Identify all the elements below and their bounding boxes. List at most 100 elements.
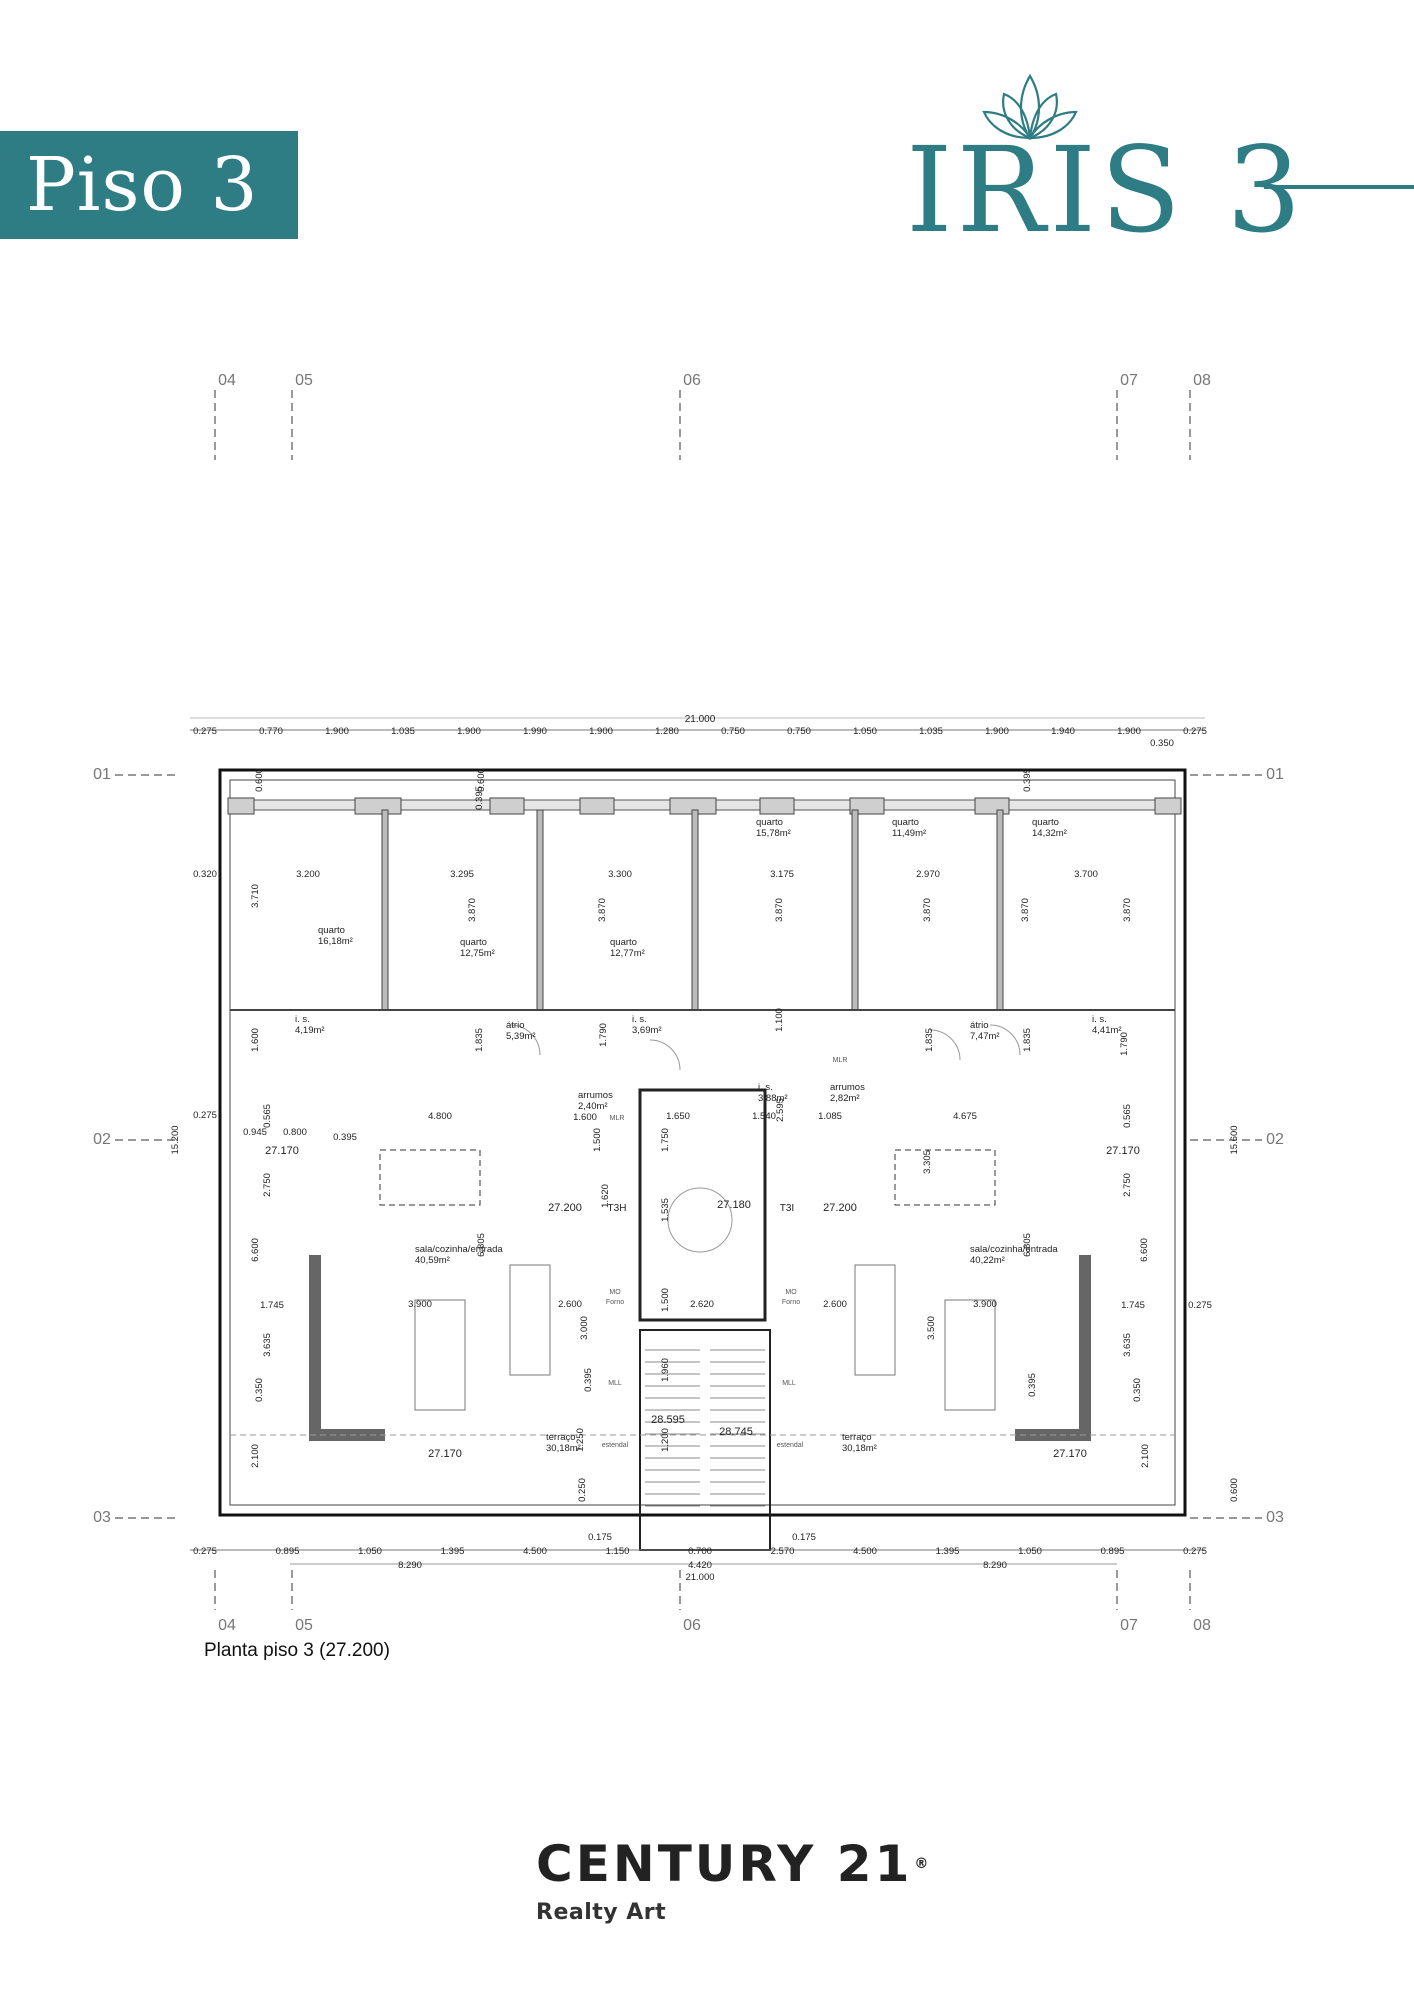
dim-left-side: 3.635 xyxy=(262,1333,273,1357)
appliance-label: estendal xyxy=(777,1442,804,1449)
room-name: arrumos xyxy=(578,1090,613,1101)
room-name: quarto xyxy=(460,937,487,948)
brand-logo: IRIS 3 xyxy=(880,60,1414,250)
dim-right-side: 2.750 xyxy=(1122,1173,1133,1197)
room-width: 3.700 xyxy=(1074,869,1098,880)
dim-top: 0.770 xyxy=(259,726,283,737)
dim-misc: 2.620 xyxy=(690,1299,714,1310)
dim-right-side: 0.350 xyxy=(1132,1378,1143,1402)
room-name: quarto xyxy=(756,817,783,828)
dim-misc: 6.805 xyxy=(1022,1233,1033,1257)
room-area: 14,32m² xyxy=(1032,828,1067,839)
dim-bottom-2: 4.420 xyxy=(688,1560,712,1571)
inner-wall-line xyxy=(229,779,1176,1506)
partition-wall xyxy=(536,809,544,1011)
room-name: arrumos xyxy=(830,1082,865,1093)
dim-bottom: 1.395 xyxy=(936,1546,960,1557)
level-marker: 27.200 xyxy=(823,1202,857,1214)
dim-misc: 1.540 xyxy=(752,1111,776,1122)
dim-bottom: 1.150 xyxy=(606,1546,630,1557)
dim-misc: 4.675 xyxy=(953,1111,977,1122)
dim-top: 1.050 xyxy=(853,726,877,737)
column xyxy=(579,797,615,815)
core-wall xyxy=(638,1088,767,1322)
room-depth: 3.870 xyxy=(1020,898,1031,922)
dim-misc: 3.305 xyxy=(922,1150,933,1174)
dim-left-side: 1.600 xyxy=(250,1028,261,1052)
partition-wall xyxy=(381,809,389,1011)
room-width: 3.200 xyxy=(296,869,320,880)
dashed-zone xyxy=(379,1149,481,1206)
room-area: 30,18m² xyxy=(842,1443,877,1454)
room-area: 2,82m² xyxy=(830,1093,860,1104)
room-area: 2,40m² xyxy=(578,1101,608,1112)
column xyxy=(1154,797,1182,815)
level-marker: 27.180 xyxy=(717,1199,751,1211)
dim-top: 1.900 xyxy=(985,726,1009,737)
room-area: 3,69m² xyxy=(632,1025,662,1036)
unit-code: T3I xyxy=(780,1203,794,1214)
dim-misc: 6.805 xyxy=(476,1233,487,1257)
grid-label-right: 01 xyxy=(1266,766,1284,783)
dim-bottom: 1.050 xyxy=(1018,1546,1042,1557)
dim-misc: 3.900 xyxy=(973,1299,997,1310)
dim-misc: 1.620 xyxy=(600,1184,611,1208)
room-area: 12,75m² xyxy=(460,948,495,959)
dim-bottom-2: 8.290 xyxy=(983,1560,1007,1571)
dim-misc: 2.595 xyxy=(775,1098,786,1122)
level-marker: 28.595 xyxy=(651,1414,685,1426)
dim-top: 0.750 xyxy=(787,726,811,737)
dim-bottom: 0.895 xyxy=(1101,1546,1125,1557)
room-area: 16,18m² xyxy=(318,936,353,947)
appliance-label: Forno xyxy=(782,1299,800,1306)
room-width: 3.295 xyxy=(450,869,474,880)
room-name: átrio xyxy=(506,1020,524,1031)
dim-misc: 0.395 xyxy=(1027,1373,1038,1397)
room-name: quarto xyxy=(1032,817,1059,828)
dim-right-side: 1.745 xyxy=(1121,1300,1145,1311)
dim-misc: 1.500 xyxy=(660,1288,671,1312)
kitchen-island xyxy=(854,1264,896,1376)
room-depth: 3.870 xyxy=(1122,898,1133,922)
dim-left-side: 0.275 xyxy=(193,1110,217,1121)
room-name: quarto xyxy=(892,817,919,828)
grid-label-top: 04 xyxy=(218,372,236,389)
dim-left-side: 0.565 xyxy=(262,1104,273,1128)
dim-bottom: 1.050 xyxy=(358,1546,382,1557)
column xyxy=(354,797,402,815)
brand-divider-line xyxy=(1264,185,1414,189)
dim-right-side: 3.635 xyxy=(1122,1333,1133,1357)
grid-label-top: 07 xyxy=(1120,372,1138,389)
floor-badge: Piso 3 xyxy=(0,131,298,239)
kitchen-island xyxy=(509,1264,551,1376)
column xyxy=(227,797,255,815)
living-wall-right xyxy=(1015,1255,1091,1441)
dim-right-total: 15.600 xyxy=(1229,1125,1240,1154)
dim-top: 1.900 xyxy=(325,726,349,737)
dim-left-side: 6.600 xyxy=(250,1238,261,1262)
dim-bottom-2: 8.290 xyxy=(398,1560,422,1571)
room-width: 3.300 xyxy=(608,869,632,880)
room-name: sala/cozinha/entrada xyxy=(970,1244,1058,1255)
room-depth: 3.870 xyxy=(467,898,478,922)
dim-bottom-small: 0.175 xyxy=(792,1532,816,1543)
partition-wall xyxy=(851,809,859,1011)
room-depth: 3.870 xyxy=(922,898,933,922)
level-marker: 27.200 xyxy=(548,1202,582,1214)
dim-top-extra: 0.350 xyxy=(1150,738,1174,749)
appliance-label: MO xyxy=(785,1289,797,1296)
dim-bottom: 0.700 xyxy=(688,1546,712,1557)
floor-label: Piso 3 xyxy=(26,142,259,228)
grid-label-left: 02 xyxy=(93,1131,111,1148)
dim-right-side: 0.565 xyxy=(1122,1104,1133,1128)
dim-left-side: 2.750 xyxy=(262,1173,273,1197)
dim-misc: 1.085 xyxy=(818,1111,842,1122)
room-area: 5,39m² xyxy=(506,1031,536,1042)
room-name: i. s. xyxy=(295,1014,310,1025)
living-wall-left xyxy=(309,1255,385,1441)
dim-right-side: 1.790 xyxy=(1119,1032,1130,1056)
door-swing xyxy=(989,1024,1021,1056)
door-swing xyxy=(649,1039,681,1071)
room-name: átrio xyxy=(970,1020,988,1031)
